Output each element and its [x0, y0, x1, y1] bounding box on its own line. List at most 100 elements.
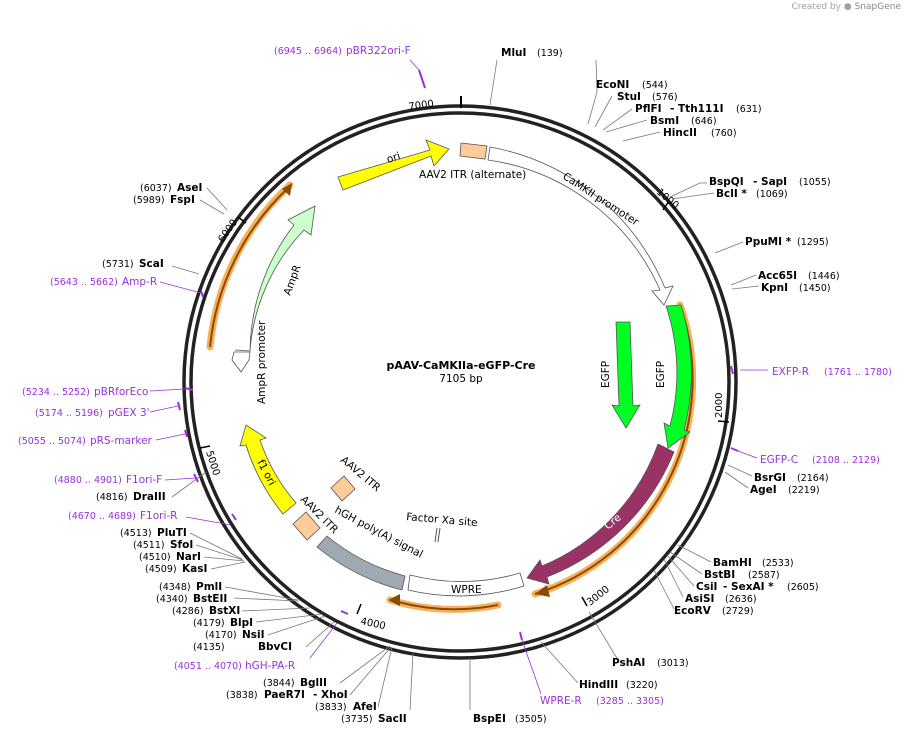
primer-leader-pbr322ori-f [409, 59, 420, 71]
enzyme-bsteii: BstEII [193, 593, 227, 605]
enzyme-bsmi-pos: (646) [691, 116, 717, 127]
leader-kpni [731, 285, 760, 290]
feature-itr-b [292, 511, 321, 541]
enzyme-kasi: KasI [182, 563, 207, 575]
feature-f1-ori [239, 424, 297, 515]
enzyme-pluti-pos: (4513) [120, 528, 152, 539]
leader-pluti [189, 532, 243, 560]
leader-bstbi [669, 551, 703, 575]
features: ori AAV2 ITR (alternate) CaMKII promoter… [231, 139, 692, 597]
primer-pbrforeco: pBRforEco [94, 386, 148, 398]
feature-ori-label: ori [385, 150, 402, 166]
plasmid-size: 7105 bp [439, 373, 483, 385]
leader-pshai [588, 611, 619, 661]
enzyme-bstbi-pos: (2587) [748, 570, 780, 581]
enzyme-bsrgi: BsrGI [754, 472, 786, 484]
tick-mark-6000 [237, 216, 247, 224]
snapgene-logo-icon: ● [843, 2, 852, 12]
enzyme-bsteii-pos: (4340) [156, 594, 188, 605]
enzyme-pshai: PshAI [612, 657, 645, 669]
leader-hincii [622, 131, 661, 142]
feature-wpre-label: WPRE [451, 584, 482, 596]
snapgene-branding: Created by ● SnapGene [791, 2, 901, 12]
primer-marker-prs-marker [184, 429, 188, 438]
enzyme-nari: NarI [176, 551, 201, 563]
enzyme-bcli-pos: (1069) [756, 189, 788, 200]
enzyme-asisi: AsiSI [685, 593, 714, 605]
primer-leader-hgh-pa-r [309, 622, 338, 659]
leader-acc65i [730, 274, 757, 286]
enzyme-sfoi: SfoI [170, 539, 193, 551]
tick-mark-1000 [662, 200, 670, 211]
leader-scai [171, 265, 200, 275]
enzyme-sexai: - SexAI * [723, 581, 774, 593]
leader-afei [377, 646, 393, 708]
primer-exfp-r-pos: (1761 .. 1780) [824, 367, 892, 378]
enzyme-ppumi-pos: (1295) [797, 237, 829, 248]
enzyme-stui: StuI [617, 91, 641, 103]
snapgene-label: SnapGene [854, 2, 901, 12]
feature-ampr-promoter-label: AmpR promoter [256, 320, 268, 404]
primer-leader-f1ori-r [185, 516, 232, 526]
feature-ampr [234, 205, 316, 352]
enzyme-scai-pos: (5731) [102, 259, 134, 270]
feature-factor-xa-line2 [437, 527, 441, 543]
enzyme-bstbi: BstBI [704, 569, 735, 581]
primer-marker-wpre-r [519, 631, 523, 641]
primer-pbr322ori-f: pBR322ori-F [346, 45, 411, 57]
feature-ori [337, 139, 450, 191]
leader-hindiii [540, 641, 579, 684]
primer-prs-marker-pos: (5055 .. 5074) [18, 436, 86, 447]
enzyme-kpni: KpnI [761, 282, 788, 294]
leader-agei [724, 471, 749, 489]
leader-bbvci [305, 621, 335, 648]
enzyme-mlui: MluI [501, 47, 526, 59]
tick-mark-3000 [581, 596, 588, 607]
enzyme-bstxi: BstXI [209, 605, 240, 617]
enzyme-bglii-pos: (3844) [263, 678, 295, 689]
leader-econi [587, 59, 598, 125]
enzyme-bglii: BglII [300, 677, 327, 689]
enzyme-scai: ScaI [139, 258, 164, 270]
enzyme-pmli: PmlI [196, 581, 222, 593]
primer-marker-hgh-pa-r [340, 610, 349, 615]
primer-exfp-r: EXFP-R [772, 366, 809, 378]
primer-wpre-r-pos: (3285 .. 3305) [596, 696, 664, 707]
orf-arc-ampr-core [209, 187, 289, 348]
enzyme-bspqi-pos: (1055) [799, 177, 831, 188]
enzyme-bsrgi-pos: (2164) [797, 473, 829, 484]
enzyme-csii: CsiI [696, 581, 717, 593]
created-by-label: Created by [791, 2, 841, 12]
feature-itr-alternate [459, 142, 488, 160]
leader-sfoi [195, 544, 244, 561]
orf-arc-ampr [206, 181, 294, 351]
feature-hgh-polya [316, 535, 406, 591]
enzyme-sapi: - SapI [753, 176, 787, 188]
orf-arrow-ampr [282, 183, 292, 196]
leader-stui [594, 95, 613, 128]
enzyme-ecorv-pos: (2729) [722, 606, 754, 617]
leader-bspqi [669, 182, 707, 198]
enzyme-asei-pos: (6037) [140, 183, 172, 194]
primer-marker-f1ori-r [231, 513, 237, 521]
leader-mlui [489, 59, 498, 106]
enzyme-acc65i: Acc65I [758, 270, 797, 282]
primer-amp-r-pos: (5643 .. 5662) [50, 277, 118, 288]
enzyme-draiii-pos: (4816) [96, 492, 128, 503]
enzyme-afei: AfeI [353, 701, 377, 713]
primer-hgh-pa-r-pos: (4051 .. 4070) [174, 661, 242, 672]
tick-mark-5000 [199, 445, 211, 449]
leader-pflfi [602, 108, 633, 131]
feature-egfp-outer [663, 304, 692, 449]
primer-f1ori-f: F1ori-F [126, 474, 162, 486]
enzyme-afei-pos: (3833) [315, 702, 347, 713]
enzyme-econi: EcoNI [596, 79, 629, 91]
tick-label-4000: 4000 [359, 616, 386, 632]
enzyme-nari-pos: (4510) [139, 552, 171, 563]
enzyme-csii-pos: (2605) [787, 582, 819, 593]
enzyme-asisi-pos: (2636) [725, 594, 757, 605]
primer-egfp-c-pos: (2108 .. 2129) [812, 455, 880, 466]
feature-egfp-inner-label: EGFP [600, 361, 612, 388]
enzyme-bbvci: BbvCI [258, 641, 292, 653]
enzyme-bspei-pos: (3505) [515, 714, 547, 725]
